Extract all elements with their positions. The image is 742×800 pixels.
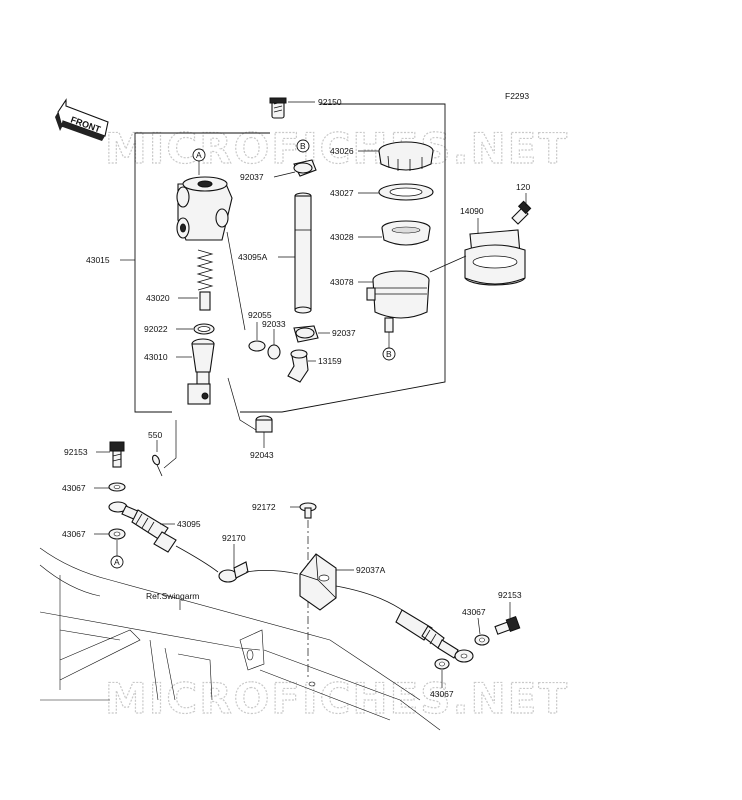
- label-43095: 43095: [177, 519, 201, 529]
- ref-a-bottom-text: A: [114, 557, 120, 567]
- label-92172: 92172: [252, 502, 276, 512]
- label-43020: 43020: [146, 293, 170, 303]
- label-92022: 92022: [144, 324, 168, 334]
- bolt-92150: [269, 97, 287, 119]
- label-43010: 43010: [144, 352, 168, 362]
- master-cylinder-body: [176, 176, 233, 241]
- clamp-92170: [218, 561, 249, 583]
- label-43067-right1: 43067: [462, 607, 486, 617]
- label-92033: 92033: [262, 319, 286, 329]
- hose-end-right: [395, 609, 474, 663]
- watermark-top: MICROFICHES.NET: [105, 124, 569, 173]
- bolt-92153-right: [494, 616, 521, 635]
- bushing-92043: [255, 415, 273, 433]
- ref-marker-b-top: [296, 139, 310, 153]
- label-14090: 14090: [460, 206, 484, 216]
- label-43067-right2: 43067: [430, 689, 454, 699]
- diaphragm-43028: [381, 220, 431, 246]
- clip-92033: [267, 344, 281, 360]
- diagram-code: F2293: [505, 91, 529, 101]
- ref-b-bottom-text: B: [386, 349, 392, 359]
- ref-marker-a-bottom: [110, 555, 124, 569]
- reservoir-43078: [366, 270, 430, 333]
- label-13159: 13159: [318, 356, 342, 366]
- ref-marker-b-bottom: [382, 347, 396, 361]
- assembly-frame-43015: [134, 103, 446, 413]
- label-92170: 92170: [222, 533, 246, 543]
- label-92037-top: 92037: [240, 172, 264, 182]
- label-43026: 43026: [330, 146, 354, 156]
- label-92055: 92055: [248, 310, 272, 320]
- label-43027: 43027: [330, 188, 354, 198]
- label-43067-left1: 43067: [62, 483, 86, 493]
- label-92150: 92150: [318, 97, 342, 107]
- push-rod-43010: [187, 338, 215, 405]
- elbow-13159: [287, 349, 309, 383]
- label-120: 120: [516, 182, 530, 192]
- label-92153-left: 92153: [64, 447, 88, 457]
- label-43067-left2: 43067: [62, 529, 86, 539]
- cotter-pin-550: [152, 454, 163, 477]
- label-550: 550: [148, 430, 162, 440]
- clamp-92037-mid: [293, 325, 319, 343]
- label-43028: 43028: [330, 232, 354, 242]
- label-92037-mid: 92037: [332, 328, 356, 338]
- oring-92055: [248, 340, 266, 352]
- reference-label: Ref.Swingarm: [146, 591, 199, 601]
- hose-43095A: [294, 192, 312, 314]
- spring-43020: [196, 249, 214, 311]
- plate-43027: [378, 183, 434, 201]
- reservoir-cap-43026: [378, 141, 434, 171]
- label-43015: 43015: [86, 255, 110, 265]
- label-43095A: 43095A: [238, 252, 268, 262]
- label-92037A: 92037A: [356, 565, 386, 575]
- hose-43095: [108, 501, 219, 573]
- label-92043: 92043: [250, 450, 274, 460]
- hose-guide-92037A: [299, 553, 337, 611]
- clamp-92037-top: [293, 159, 317, 177]
- ref-b-top-text: B: [300, 141, 306, 151]
- swingarm-reference: [39, 547, 441, 731]
- watermark-bottom: MICROFICHES.NET: [105, 674, 569, 723]
- label-43078: 43078: [330, 277, 354, 287]
- ref-a-top-text: A: [196, 150, 202, 160]
- label-92153-right: 92153: [498, 590, 522, 600]
- screw-92172: [299, 502, 317, 519]
- front-arrow-icon: FRONT: [55, 98, 109, 141]
- bolt-92153-left: [109, 441, 125, 468]
- bolt-120: [511, 200, 532, 225]
- bracket-14090: [464, 229, 526, 286]
